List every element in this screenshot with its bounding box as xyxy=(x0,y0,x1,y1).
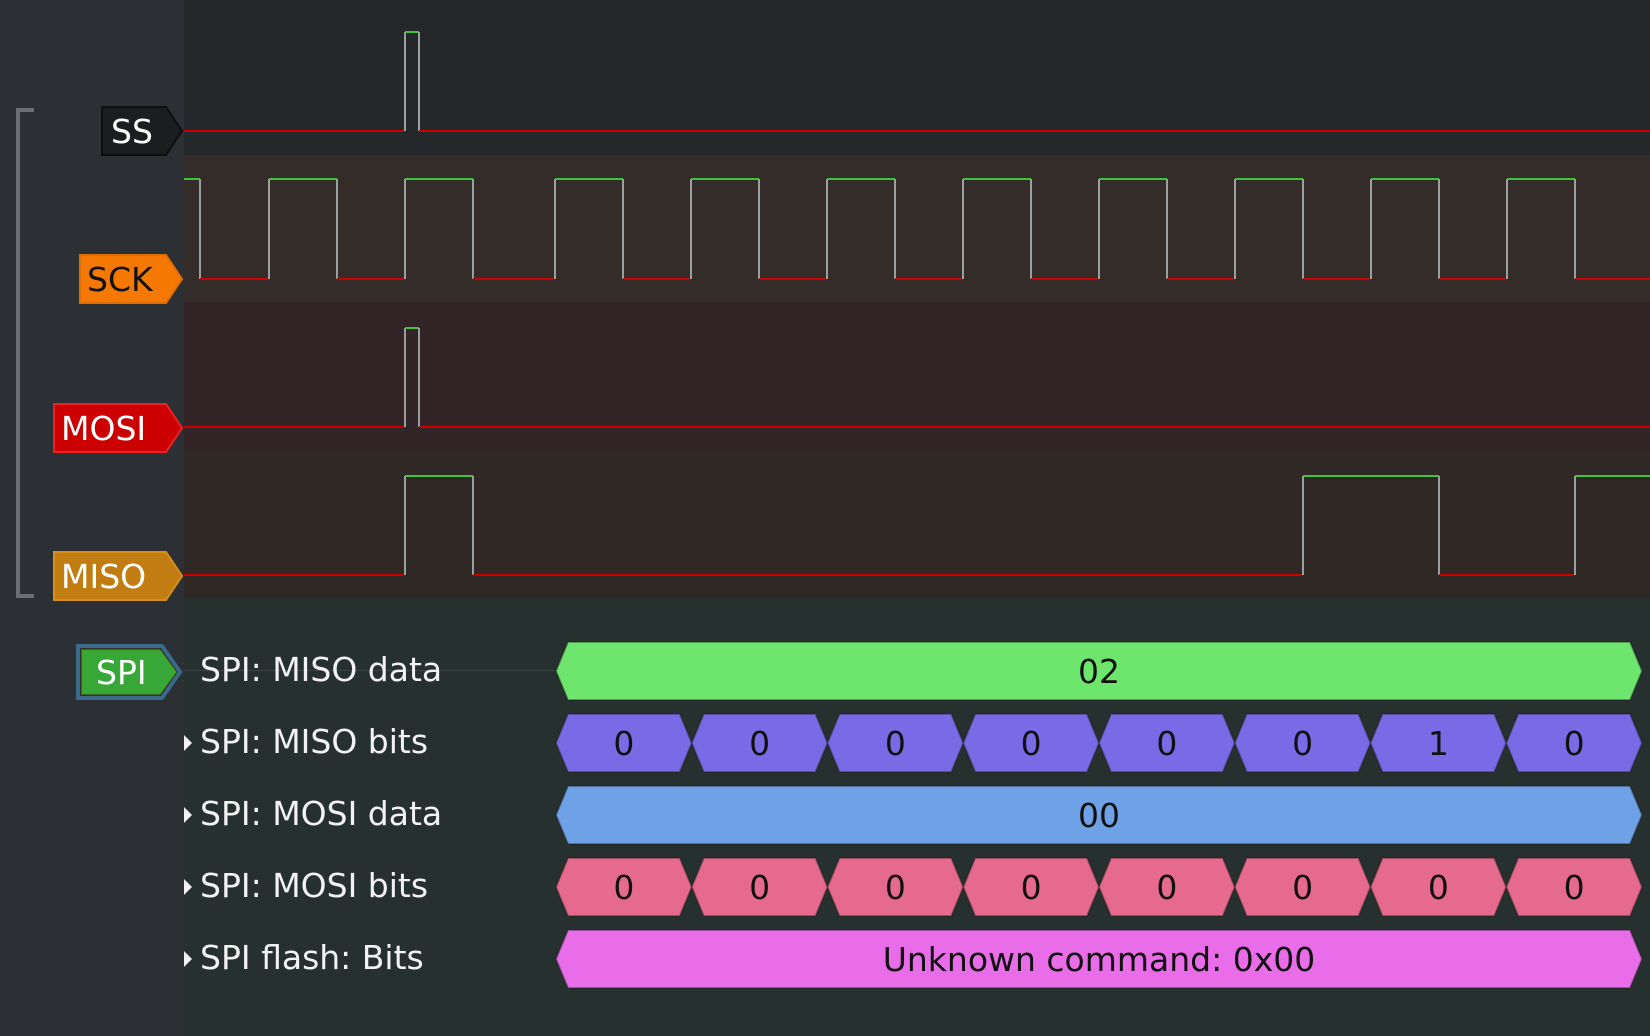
annotation-bit-value: 0 xyxy=(1428,868,1449,907)
annotation-bit-value: 0 xyxy=(885,724,906,763)
annotation-bit-value: 0 xyxy=(613,868,634,907)
expand-arrow-icon[interactable] xyxy=(184,735,192,751)
annotation-bit[interactable] xyxy=(1505,857,1644,917)
decoder-label-spi-text: SPI xyxy=(96,653,147,692)
annotation-block[interactable] xyxy=(554,785,1644,845)
annotation-bit-value: 0 xyxy=(885,868,906,907)
decoder-row-title-miso-bits: SPI: MISO bits xyxy=(200,722,429,761)
annotation-bit-value: 0 xyxy=(613,724,634,763)
annotation-bit[interactable] xyxy=(1505,713,1644,773)
decoder-row-title-flash-bits: SPI flash: Bits xyxy=(200,938,424,977)
lane-ss xyxy=(184,0,1650,155)
annotation-value: 00 xyxy=(1078,796,1120,835)
annotation-value: 02 xyxy=(1078,652,1120,691)
expand-arrow-icon[interactable] xyxy=(184,879,192,895)
annotation-bit-value: 0 xyxy=(1021,724,1042,763)
annotation-bit-value: 0 xyxy=(1021,868,1042,907)
annotation-block[interactable] xyxy=(554,929,1644,989)
annotation-bit-value: 0 xyxy=(1564,868,1585,907)
annotation-bit-value: 1 xyxy=(1428,724,1449,763)
decoder-row-title-miso-data: SPI: MISO data xyxy=(200,650,443,689)
annotation-bit-value: 0 xyxy=(749,868,770,907)
channel-label-panel: SS SCK MOSI MISO SPI xyxy=(0,0,184,1036)
annotation-bit-value: 0 xyxy=(1292,724,1313,763)
channel-label-miso-text: MISO xyxy=(61,557,147,596)
decoder-row-title-mosi-bits: SPI: MOSI bits xyxy=(200,866,429,905)
annotation-bit-value: 0 xyxy=(1564,724,1585,763)
expand-arrow-icon[interactable] xyxy=(184,807,192,823)
channel-group-bracket xyxy=(16,108,34,598)
annotation-block[interactable] xyxy=(554,641,1644,701)
annotation-bit-value: 0 xyxy=(1292,868,1313,907)
channel-label-ss-text: SS xyxy=(111,112,153,151)
annotation-value: Unknown command: 0x00 xyxy=(883,940,1316,979)
annotation-bit-value: 0 xyxy=(1156,724,1177,763)
lane-mosi xyxy=(184,302,1650,450)
channel-label-sck-text: SCK xyxy=(87,260,153,299)
annotation-bit-value: 0 xyxy=(749,724,770,763)
expand-arrow-icon[interactable] xyxy=(184,951,192,967)
lane-miso xyxy=(184,450,1650,598)
decoder-row-guide xyxy=(184,670,554,671)
decoder-row-title-mosi-data: SPI: MOSI data xyxy=(200,794,443,833)
channel-label-mosi-text: MOSI xyxy=(61,409,147,448)
annotation-bit-value: 0 xyxy=(1156,868,1177,907)
